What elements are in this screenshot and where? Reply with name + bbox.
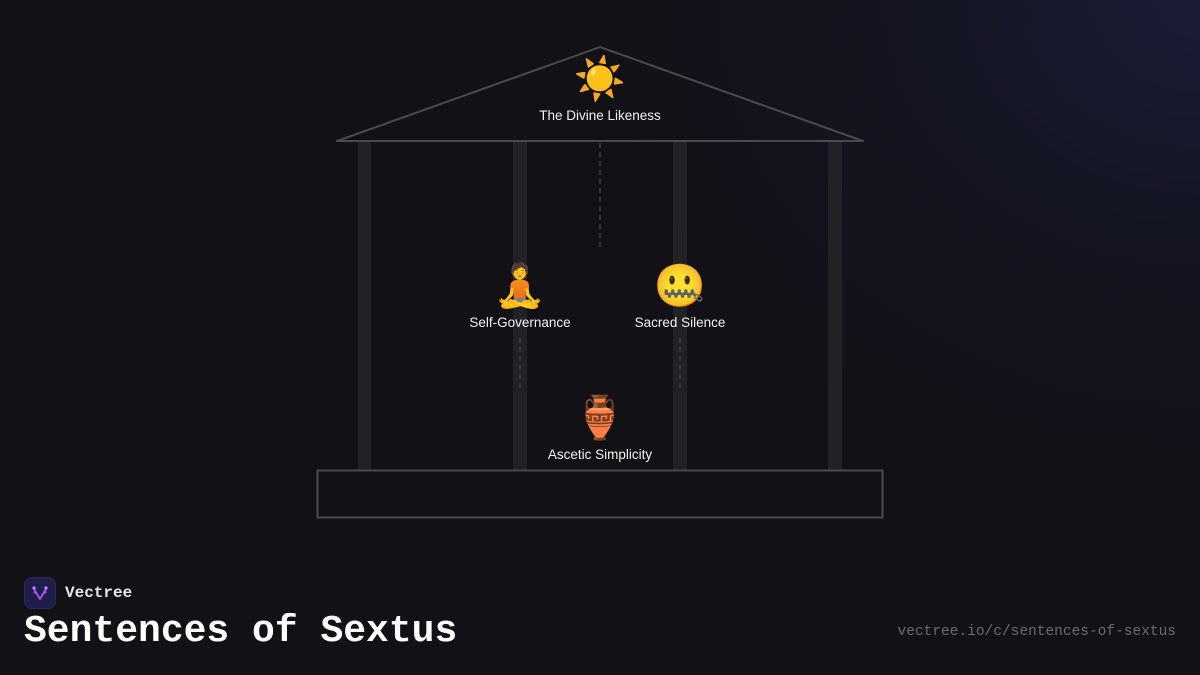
column-2 [513,142,527,470]
node-label: Sacred Silence [634,315,726,330]
node-self-governance: 🧘 Self-Governance [420,261,620,330]
temple-structure [316,45,884,519]
temple-diagram: ☀️ The Divine Likeness 🧘 Self-Governance… [316,45,884,519]
node-divine-likeness: ☀️ The Divine Likeness [500,54,700,123]
person-in-lotus-position-icon: 🧘 [493,262,547,309]
node-label: Ascetic Simplicity [547,447,653,462]
brand-name: Vectree [65,584,133,602]
column-1 [358,142,371,470]
node-label: Self-Governance [469,315,571,330]
brand: Vectree [24,577,132,609]
zipper-mouth-face-icon: 🤐 [653,262,707,309]
node-ascetic-simplicity: 🏺 Ascetic Simplicity [500,393,700,462]
vectree-logo-icon [24,577,56,609]
page-url: vectree.io/c/sentences-of-sextus [897,624,1176,640]
node-sacred-silence: 🤐 Sacred Silence [580,261,780,330]
page-title: Sentences of Sextus [24,610,458,653]
amphora-icon: 🏺 [573,394,627,441]
column-3 [673,142,687,470]
sun-icon: ☀️ [573,55,627,102]
column-4 [828,142,842,470]
foundation-base [316,469,884,519]
node-label: The Divine Likeness [539,108,661,123]
